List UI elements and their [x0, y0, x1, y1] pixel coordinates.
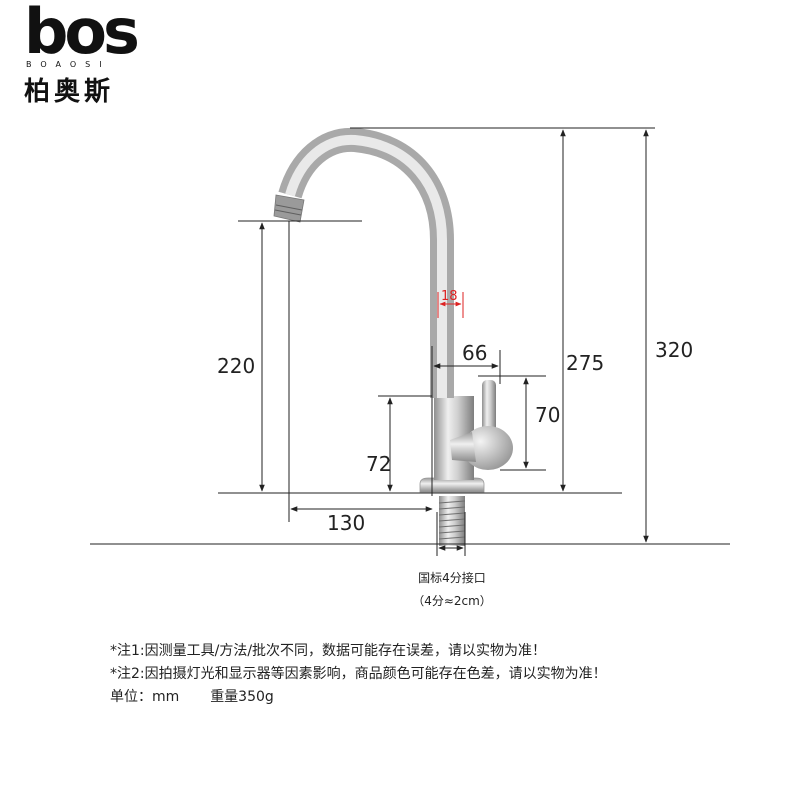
handle-connector	[450, 432, 476, 462]
handle-lever	[482, 380, 496, 436]
aerator	[273, 194, 305, 223]
notes-block: *注1:因测量工具/方法/批次不同，数据可能存在误差，请以实物为准！ *注2:因…	[110, 640, 607, 709]
label-130: 130	[327, 511, 365, 535]
connector-label: 国标4分接口	[418, 570, 486, 585]
note-line-1: *注1:因测量工具/方法/批次不同，数据可能存在误差，请以实物为准！	[110, 643, 547, 659]
base-flange	[419, 477, 485, 493]
note-line-2: *注2:因拍摄灯光和显示器等因素影响，商品颜色可能存在色差，请以实物为准！	[110, 666, 607, 682]
label-275: 275	[566, 351, 604, 375]
aerator-grooves	[274, 204, 303, 216]
spout-highlight	[285, 134, 447, 398]
weight-label: 重量350g	[210, 689, 274, 705]
brand-logo: bos BOAOSI 柏奥斯	[24, 0, 140, 108]
label-320: 320	[655, 338, 693, 362]
connector-note: （4分≈2cm）	[412, 594, 492, 608]
logo-mark: bos	[24, 0, 140, 68]
faucet-illustration	[273, 127, 513, 546]
logo-subtitle: BOAOSI	[26, 60, 111, 69]
label-66: 66	[462, 341, 487, 365]
unit-label: 单位：mm	[110, 689, 180, 705]
dimension-lines	[90, 127, 730, 556]
thread-lines	[438, 500, 466, 540]
label-72: 72	[366, 452, 391, 476]
label-220: 220	[217, 354, 255, 378]
label-70: 70	[535, 403, 560, 427]
brand-name: 柏奥斯	[24, 77, 115, 107]
spec-line: 单位：mm 重量350g	[110, 686, 607, 709]
pipe-diameter-marker	[437, 292, 464, 318]
label-18: 18	[441, 289, 458, 304]
